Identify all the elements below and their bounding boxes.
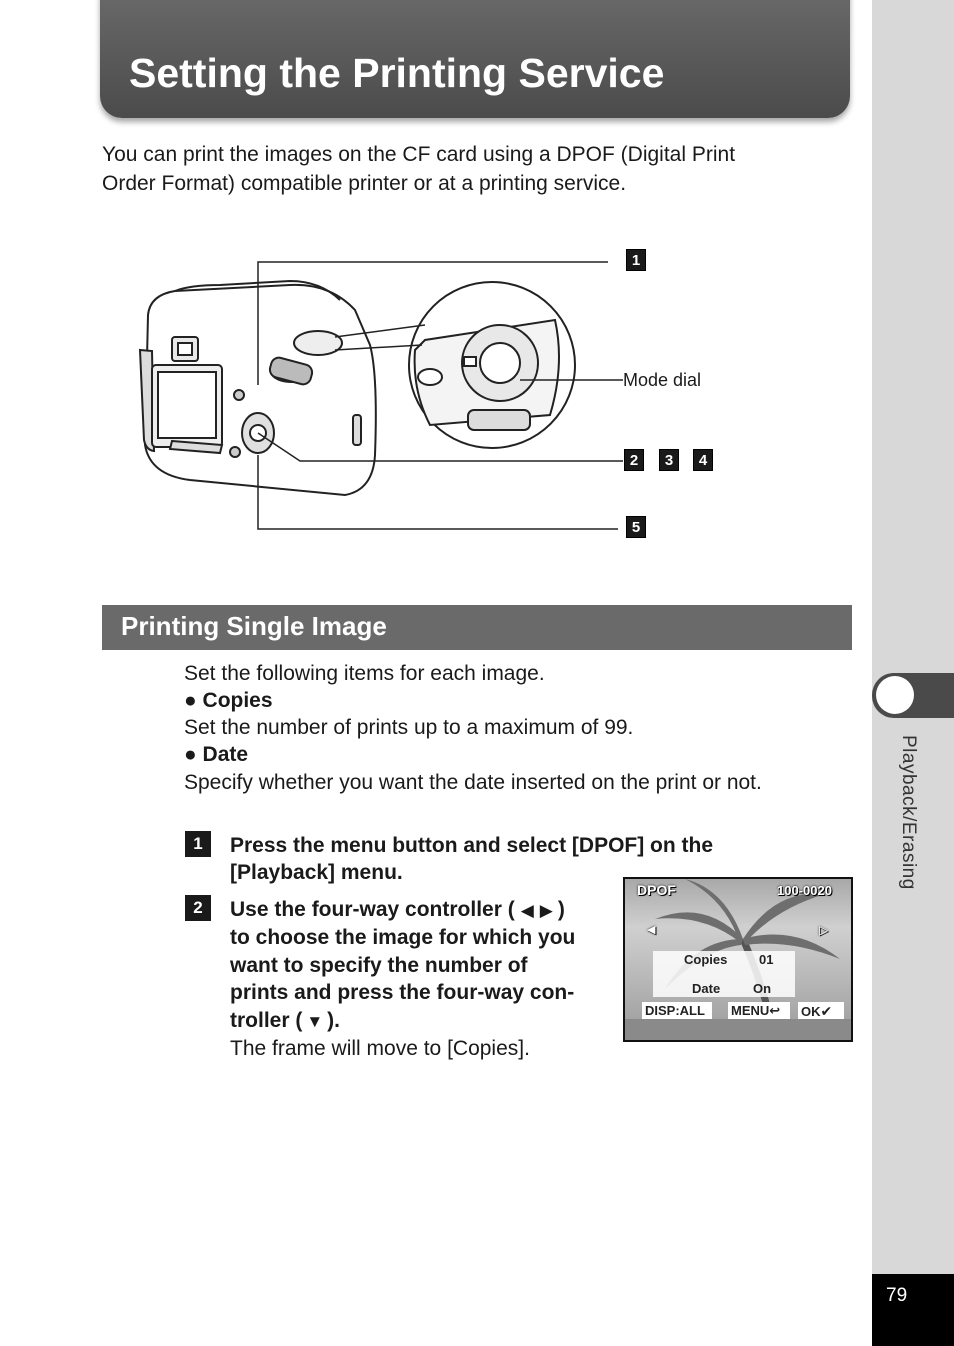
lcd-menu-button-bg [728, 1002, 790, 1019]
lcd-copies-label: Copies [684, 952, 728, 967]
copies-heading: ● Copies [184, 687, 273, 714]
callout-2-badge: 2 [624, 449, 644, 471]
chapter-circle-icon [876, 676, 914, 714]
step-1-badge: 1 [185, 831, 211, 857]
copies-text: Set the number of prints up to a maximum… [184, 716, 634, 739]
step-1-line-1: Press the menu button and select [DPOF] … [230, 834, 714, 857]
lcd-file-number: 100-0020 [777, 883, 832, 898]
step-2-note: The frame will move to [Copies]. [230, 1037, 530, 1061]
step-2-line-5: troller (▼). [230, 1008, 340, 1032]
lcd-screen: DPOF 100-0020 ◀ ▷ Copies 01 Date On DISP… [623, 877, 853, 1042]
intro-line-2: Order Format) compatible printer or at a… [102, 172, 627, 195]
date-text: Specify whether you want the date insert… [184, 771, 762, 794]
date-heading: ● Date [184, 741, 248, 768]
callout-3-badge: 3 [659, 449, 679, 471]
intro-paragraph: You can print the images on the CF card … [102, 140, 802, 198]
camera-diagram [138, 261, 623, 530]
callout-1-badge: 1 [626, 249, 646, 271]
lcd-mode-label: DPOF [637, 882, 676, 898]
return-arrow-icon: ↩ [769, 1003, 781, 1018]
step-2-line-4: prints and press the four-way con- [230, 981, 575, 1005]
items-intro: Set the following items for each image. [184, 662, 545, 685]
page-number-box [872, 1274, 954, 1346]
page-number: 79 [886, 1285, 908, 1306]
page-title: Setting the Printing Service [129, 50, 665, 96]
chapter-label: Playback/Erasing [898, 735, 919, 890]
bullet-icon: ● [184, 743, 197, 766]
down-arrow-icon: ▼ [306, 1011, 324, 1031]
intro-line-1: You can print the images on the CF card … [102, 143, 736, 166]
step-2-text: Use the four-way controller (◀▶) to choo… [230, 896, 615, 1062]
mode-dial-zoom-icon [408, 281, 576, 449]
left-arrow-icon: ◀ [520, 901, 534, 920]
lcd-disp-button: DISP:ALL [645, 1003, 705, 1018]
bullet-icon: ● [184, 689, 197, 712]
section-header-bar [102, 605, 852, 650]
section-title: Printing Single Image [121, 611, 387, 641]
camera-body-icon [138, 279, 377, 497]
title-banner [100, 0, 850, 118]
date-heading-text: Date [202, 743, 249, 766]
lcd-date-label: Date [692, 981, 721, 996]
step-2-badge: 2 [185, 895, 211, 921]
lcd-copies-value: 01 [759, 952, 774, 967]
callout-4-badge: 4 [693, 449, 713, 471]
lcd-ok-button-bg [798, 1002, 844, 1019]
mode-dial-label: Mode dial [623, 370, 702, 390]
lcd-settings-panel [653, 951, 795, 997]
lcd-disp-button-bg [642, 1002, 712, 1019]
step-2-line-2: to choose the image for which you [230, 926, 576, 950]
lcd-menu-button: MENU↩ [731, 1003, 781, 1018]
lcd-ok-button: OK✔ [801, 1003, 833, 1019]
step-2-line-3: want to specify the number of [230, 953, 528, 977]
checkmark-icon: ✔ [820, 1003, 833, 1019]
step-1-text: Press the menu button and select [DPOF] … [230, 832, 790, 887]
step-1-line-2: [Playback] menu. [230, 861, 403, 885]
lcd-date-value: On [753, 981, 772, 996]
lcd-left-arrow-icon: ◀ [647, 924, 656, 936]
copies-heading-text: Copies [202, 689, 273, 712]
lcd-right-arrow-icon: ▷ [819, 923, 829, 937]
right-arrow-icon: ▶ [539, 901, 553, 920]
callout-5-badge: 5 [626, 516, 646, 538]
step-2-line-1: Use the four-way controller (◀▶) [230, 898, 565, 921]
